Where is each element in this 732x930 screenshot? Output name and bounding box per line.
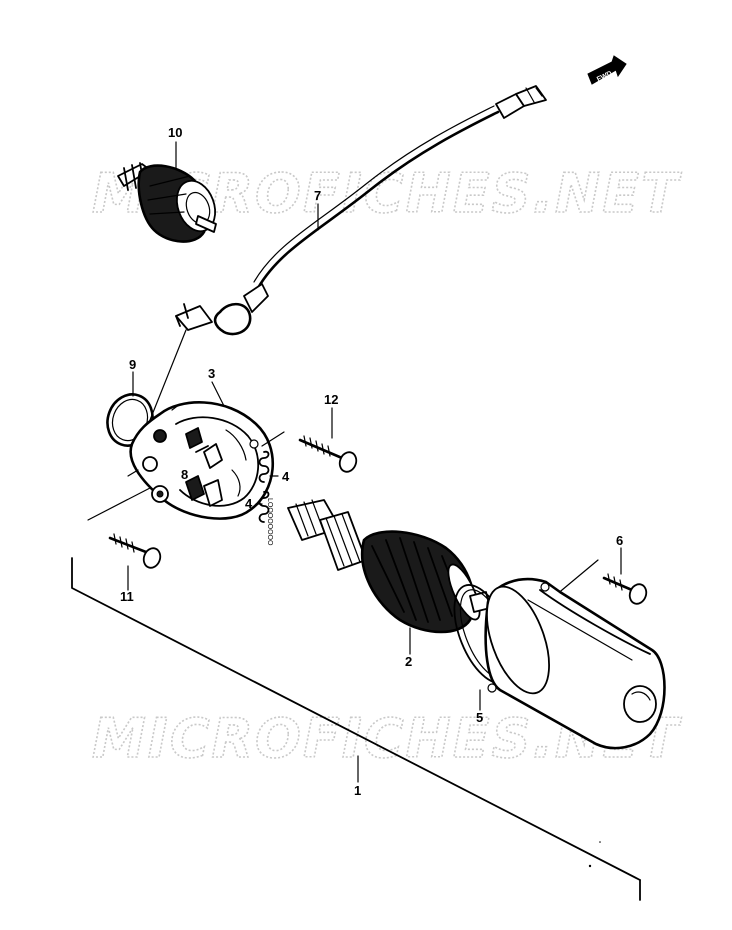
callout-8: 8 — [181, 467, 188, 482]
callout-12: 12 — [324, 392, 338, 407]
lead-wire-part — [175, 85, 547, 336]
brush-holder-cover-part — [127, 401, 275, 520]
callout-3: 3 — [208, 366, 215, 381]
callout-6: 6 — [616, 533, 623, 548]
callout-10: 10 — [168, 125, 182, 140]
speck — [588, 864, 592, 868]
callout-4-lower: 4 — [245, 496, 253, 511]
leader-wire-to-cover — [149, 329, 187, 421]
callout-leaders — [127, 141, 622, 783]
callout-2: 2 — [405, 654, 412, 669]
long-screw-part — [298, 435, 358, 473]
callout-11: 11 — [120, 589, 134, 604]
drive-pinion-part — [117, 162, 217, 243]
terminal-screw-part — [195, 445, 209, 453]
speck — [599, 841, 601, 843]
assembly-bracket — [71, 557, 641, 901]
callout-7: 7 — [314, 188, 321, 203]
armature-part — [287, 499, 491, 634]
callout-9: 9 — [129, 357, 136, 372]
forward-arrow-icon: FWD — [587, 55, 627, 85]
callout-5: 5 — [476, 710, 483, 725]
mounting-screw-part — [87, 487, 162, 569]
spring-coil-label: LOOOOOOOO — [266, 498, 273, 546]
brush-spring-part: LOOOOOOOO — [258, 431, 285, 546]
motor-yoke-housing — [484, 577, 666, 750]
callout-1: 1 — [354, 783, 361, 798]
callout-4-upper: 4 — [282, 469, 290, 484]
